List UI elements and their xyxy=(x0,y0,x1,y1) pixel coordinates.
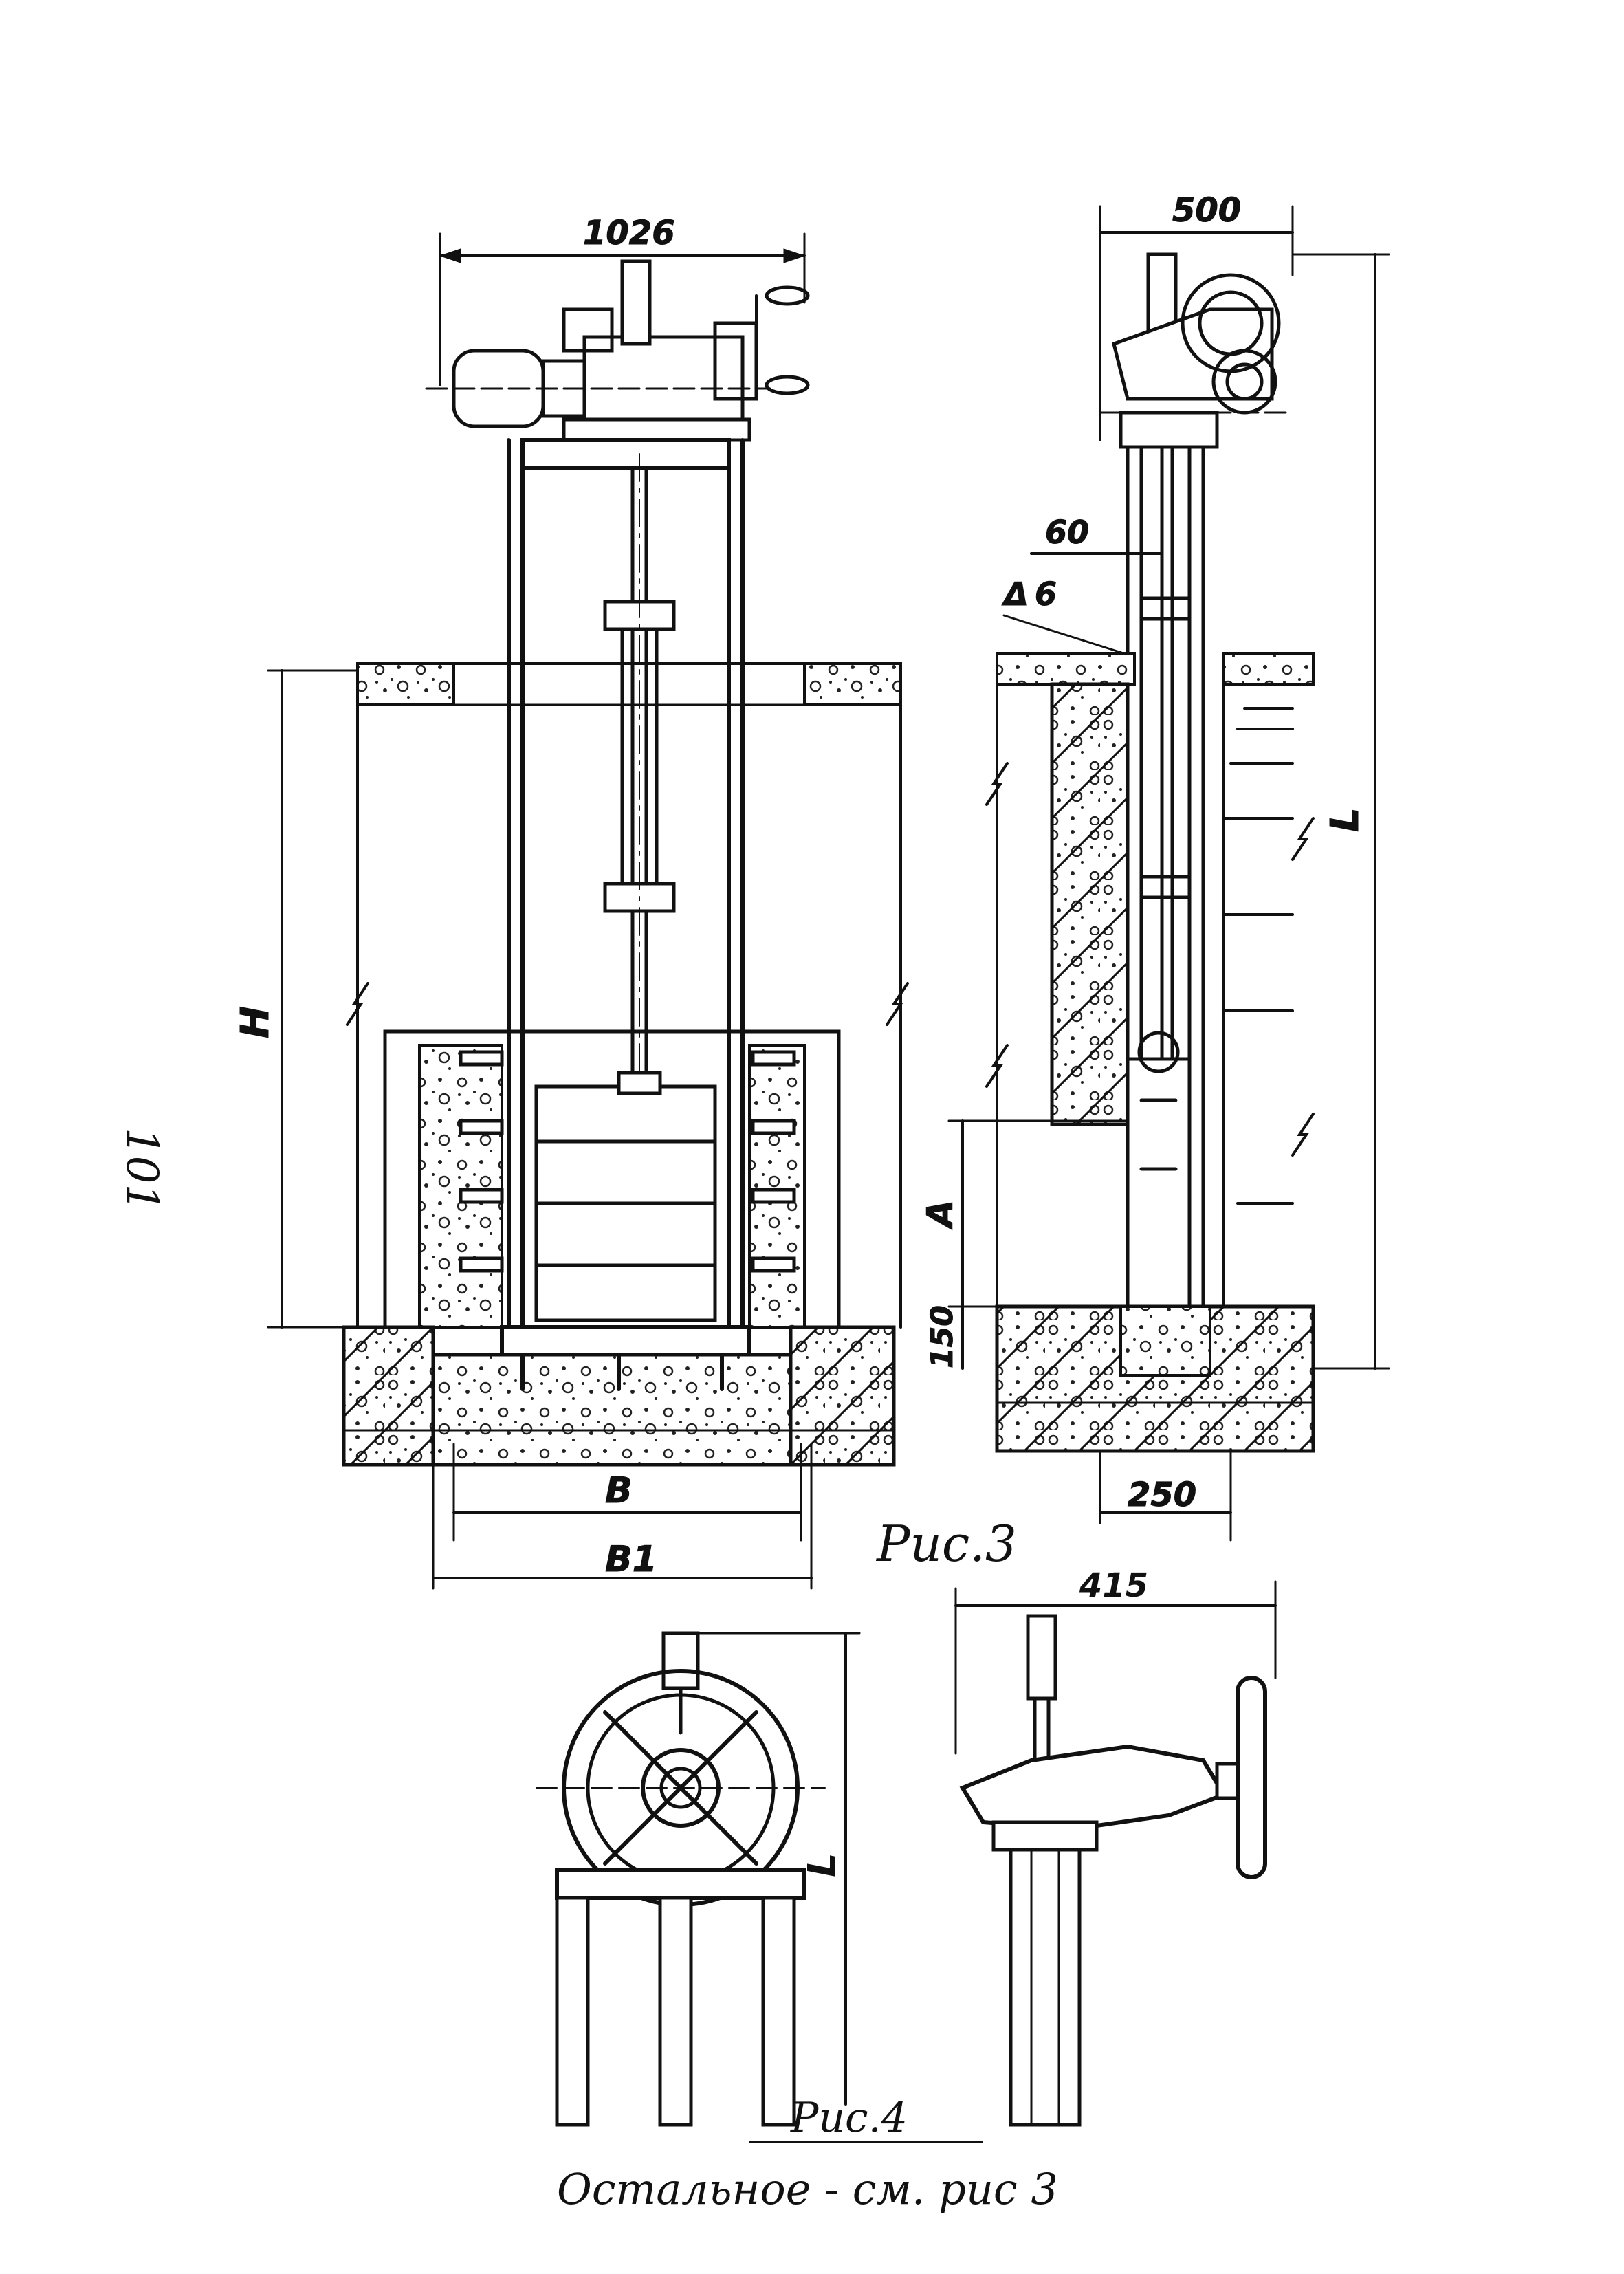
guide-slots xyxy=(459,1050,796,1273)
dimension-500 xyxy=(1099,205,1294,441)
side-sill xyxy=(1119,1305,1211,1377)
fig3-front-view: 1026 xyxy=(233,214,909,1590)
dim-label-250: 250 xyxy=(1128,1476,1196,1514)
gate-pit-walls xyxy=(383,1029,841,1329)
dimension-B1 xyxy=(432,1443,813,1590)
water-level-marks xyxy=(1222,707,1294,1205)
dim-label-1026: 1026 xyxy=(583,214,675,252)
dimension-1026 xyxy=(439,232,806,386)
dim-label-H: H xyxy=(233,1006,278,1038)
fig4-legs xyxy=(555,1896,796,2127)
dim-label-L-side: L xyxy=(1323,807,1368,832)
dimension-H xyxy=(267,669,359,1329)
fig4-caption: Рис.4 xyxy=(790,2094,908,2142)
dim-label-60: 60 xyxy=(1045,514,1089,551)
fig3-side-section: 500 60 Δ 6 xyxy=(920,191,1390,1542)
pit-right-concrete xyxy=(748,1044,806,1329)
gate-leaf xyxy=(534,1071,717,1322)
pit-left-concrete xyxy=(418,1044,503,1329)
dim-label-A: A xyxy=(920,1200,961,1230)
fig4-note: Остальное - см. рис 3 xyxy=(557,2164,1058,2214)
side-wall-left xyxy=(1050,682,1130,1126)
dim-label-B1: B1 xyxy=(605,1539,657,1580)
dimension-250 xyxy=(1099,1450,1232,1542)
screw-stem xyxy=(603,453,676,1115)
dimension-L-side xyxy=(1291,253,1390,1370)
side-wall-top xyxy=(996,652,1136,686)
gate-frame xyxy=(507,438,745,1329)
dim-label-weld: 6 xyxy=(1035,576,1057,613)
foundation-hatched-left xyxy=(342,1325,435,1467)
foundation-hatched-right xyxy=(789,1325,896,1467)
side-wall-right-top xyxy=(1222,652,1315,686)
fig4-dim-label-415: 415 xyxy=(1079,1566,1148,1605)
top-slab-left xyxy=(356,662,455,706)
side-drive-unit xyxy=(1099,252,1294,449)
drive-unit xyxy=(425,259,810,442)
fig4-handwheel-side xyxy=(954,1580,1277,2127)
weld-symbol: Δ xyxy=(1001,576,1029,613)
dim-label-500: 500 xyxy=(1172,191,1241,230)
dim-label-B: B xyxy=(605,1470,633,1511)
side-gate-leaf xyxy=(1126,1031,1192,1309)
fig3-caption: Рис.3 xyxy=(875,1515,1017,1573)
top-slab-right xyxy=(803,662,902,706)
fig4-handwheel-front xyxy=(536,1631,861,2127)
dim-label-150: 150 xyxy=(925,1305,960,1368)
anchor-bolts xyxy=(520,1353,724,1391)
page-number: 101 xyxy=(116,1128,167,1212)
frame-sill xyxy=(500,1325,751,1357)
foundation-concrete xyxy=(431,1353,793,1467)
fig4-dim-label-L: L xyxy=(800,1852,845,1877)
dimension-B xyxy=(452,1443,802,1542)
